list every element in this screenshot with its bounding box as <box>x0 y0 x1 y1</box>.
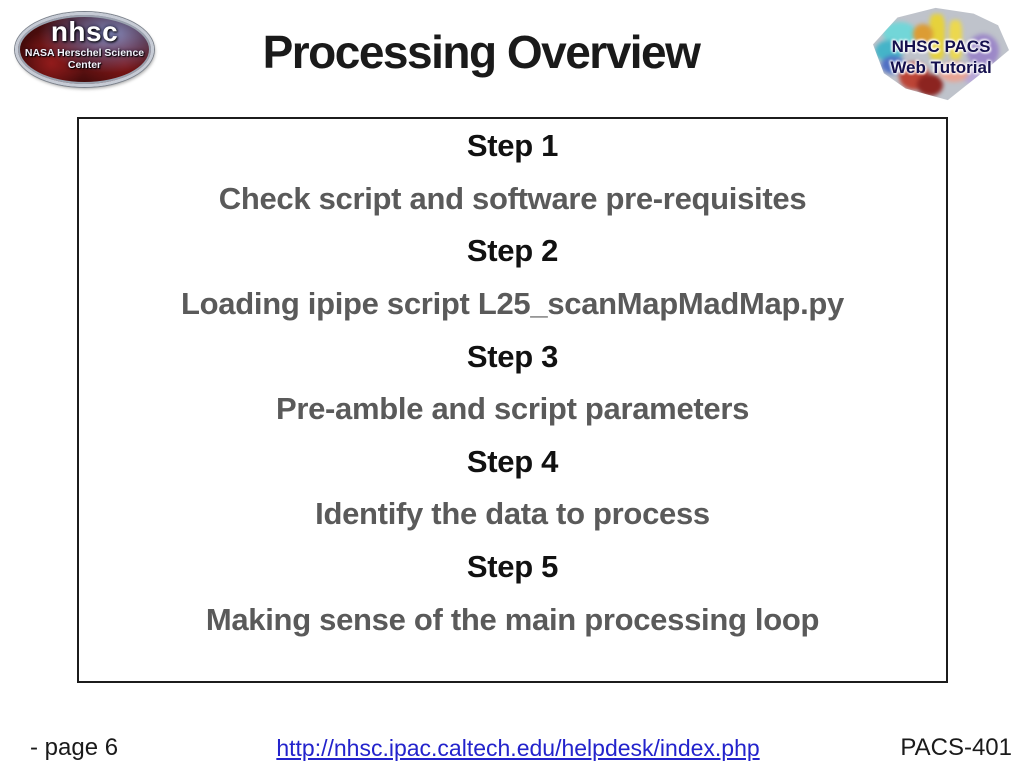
tutorial-logo-text: NHSC PACS Web Tutorial <box>873 36 1009 78</box>
step-5-description: Making sense of the main processing loop <box>205 601 820 637</box>
steps-box: Step 1 Check script and software pre-req… <box>77 117 948 683</box>
step-1-label: Step 1 <box>466 128 559 164</box>
nhsc-logo-subtitle-line1: NASA Herschel Science <box>24 47 145 59</box>
logo-blob-purple <box>967 34 999 68</box>
nhsc-logo-abbr: nhsc <box>50 16 119 47</box>
logo-blob-orange <box>913 24 933 44</box>
logo-blob-salmon <box>939 62 969 82</box>
tutorial-logo-line2: Web Tutorial <box>890 58 992 77</box>
step-3-description: Pre-amble and script parameters <box>275 391 750 427</box>
page-title: Processing Overview <box>262 26 701 78</box>
logo-blob-yellow <box>929 14 945 60</box>
helpdesk-link[interactable]: http://nhsc.ipac.caltech.edu/helpdesk/in… <box>276 735 760 761</box>
step-2-label: Step 2 <box>466 233 559 269</box>
page-number: - page 6 <box>30 734 119 761</box>
logo-blob-darkred <box>917 74 943 96</box>
pacs-web-tutorial-logo: NHSC PACS Web Tutorial <box>873 6 1009 102</box>
logo-blob-blue <box>881 56 905 74</box>
logo-blob-yellow2 <box>949 20 962 60</box>
tutorial-logo-artwork <box>873 7 1009 101</box>
step-4-label: Step 4 <box>466 443 559 479</box>
step-2-description: Loading ipipe script L25_scanMapMadMap.p… <box>181 286 844 322</box>
step-5-label: Step 5 <box>466 549 559 585</box>
step-4-description: Identify the data to process <box>315 496 710 532</box>
tutorial-logo-line1: NHSC PACS <box>891 37 991 56</box>
step-1-description: Check script and software pre-requisites <box>218 180 807 216</box>
course-code: PACS-401 <box>900 734 1012 761</box>
nhsc-logo-subtitle-line2: Center <box>67 59 102 71</box>
step-3-label: Step 3 <box>466 338 559 374</box>
nhsc-logo: nhsc NASA Herschel Science Center <box>15 12 154 87</box>
